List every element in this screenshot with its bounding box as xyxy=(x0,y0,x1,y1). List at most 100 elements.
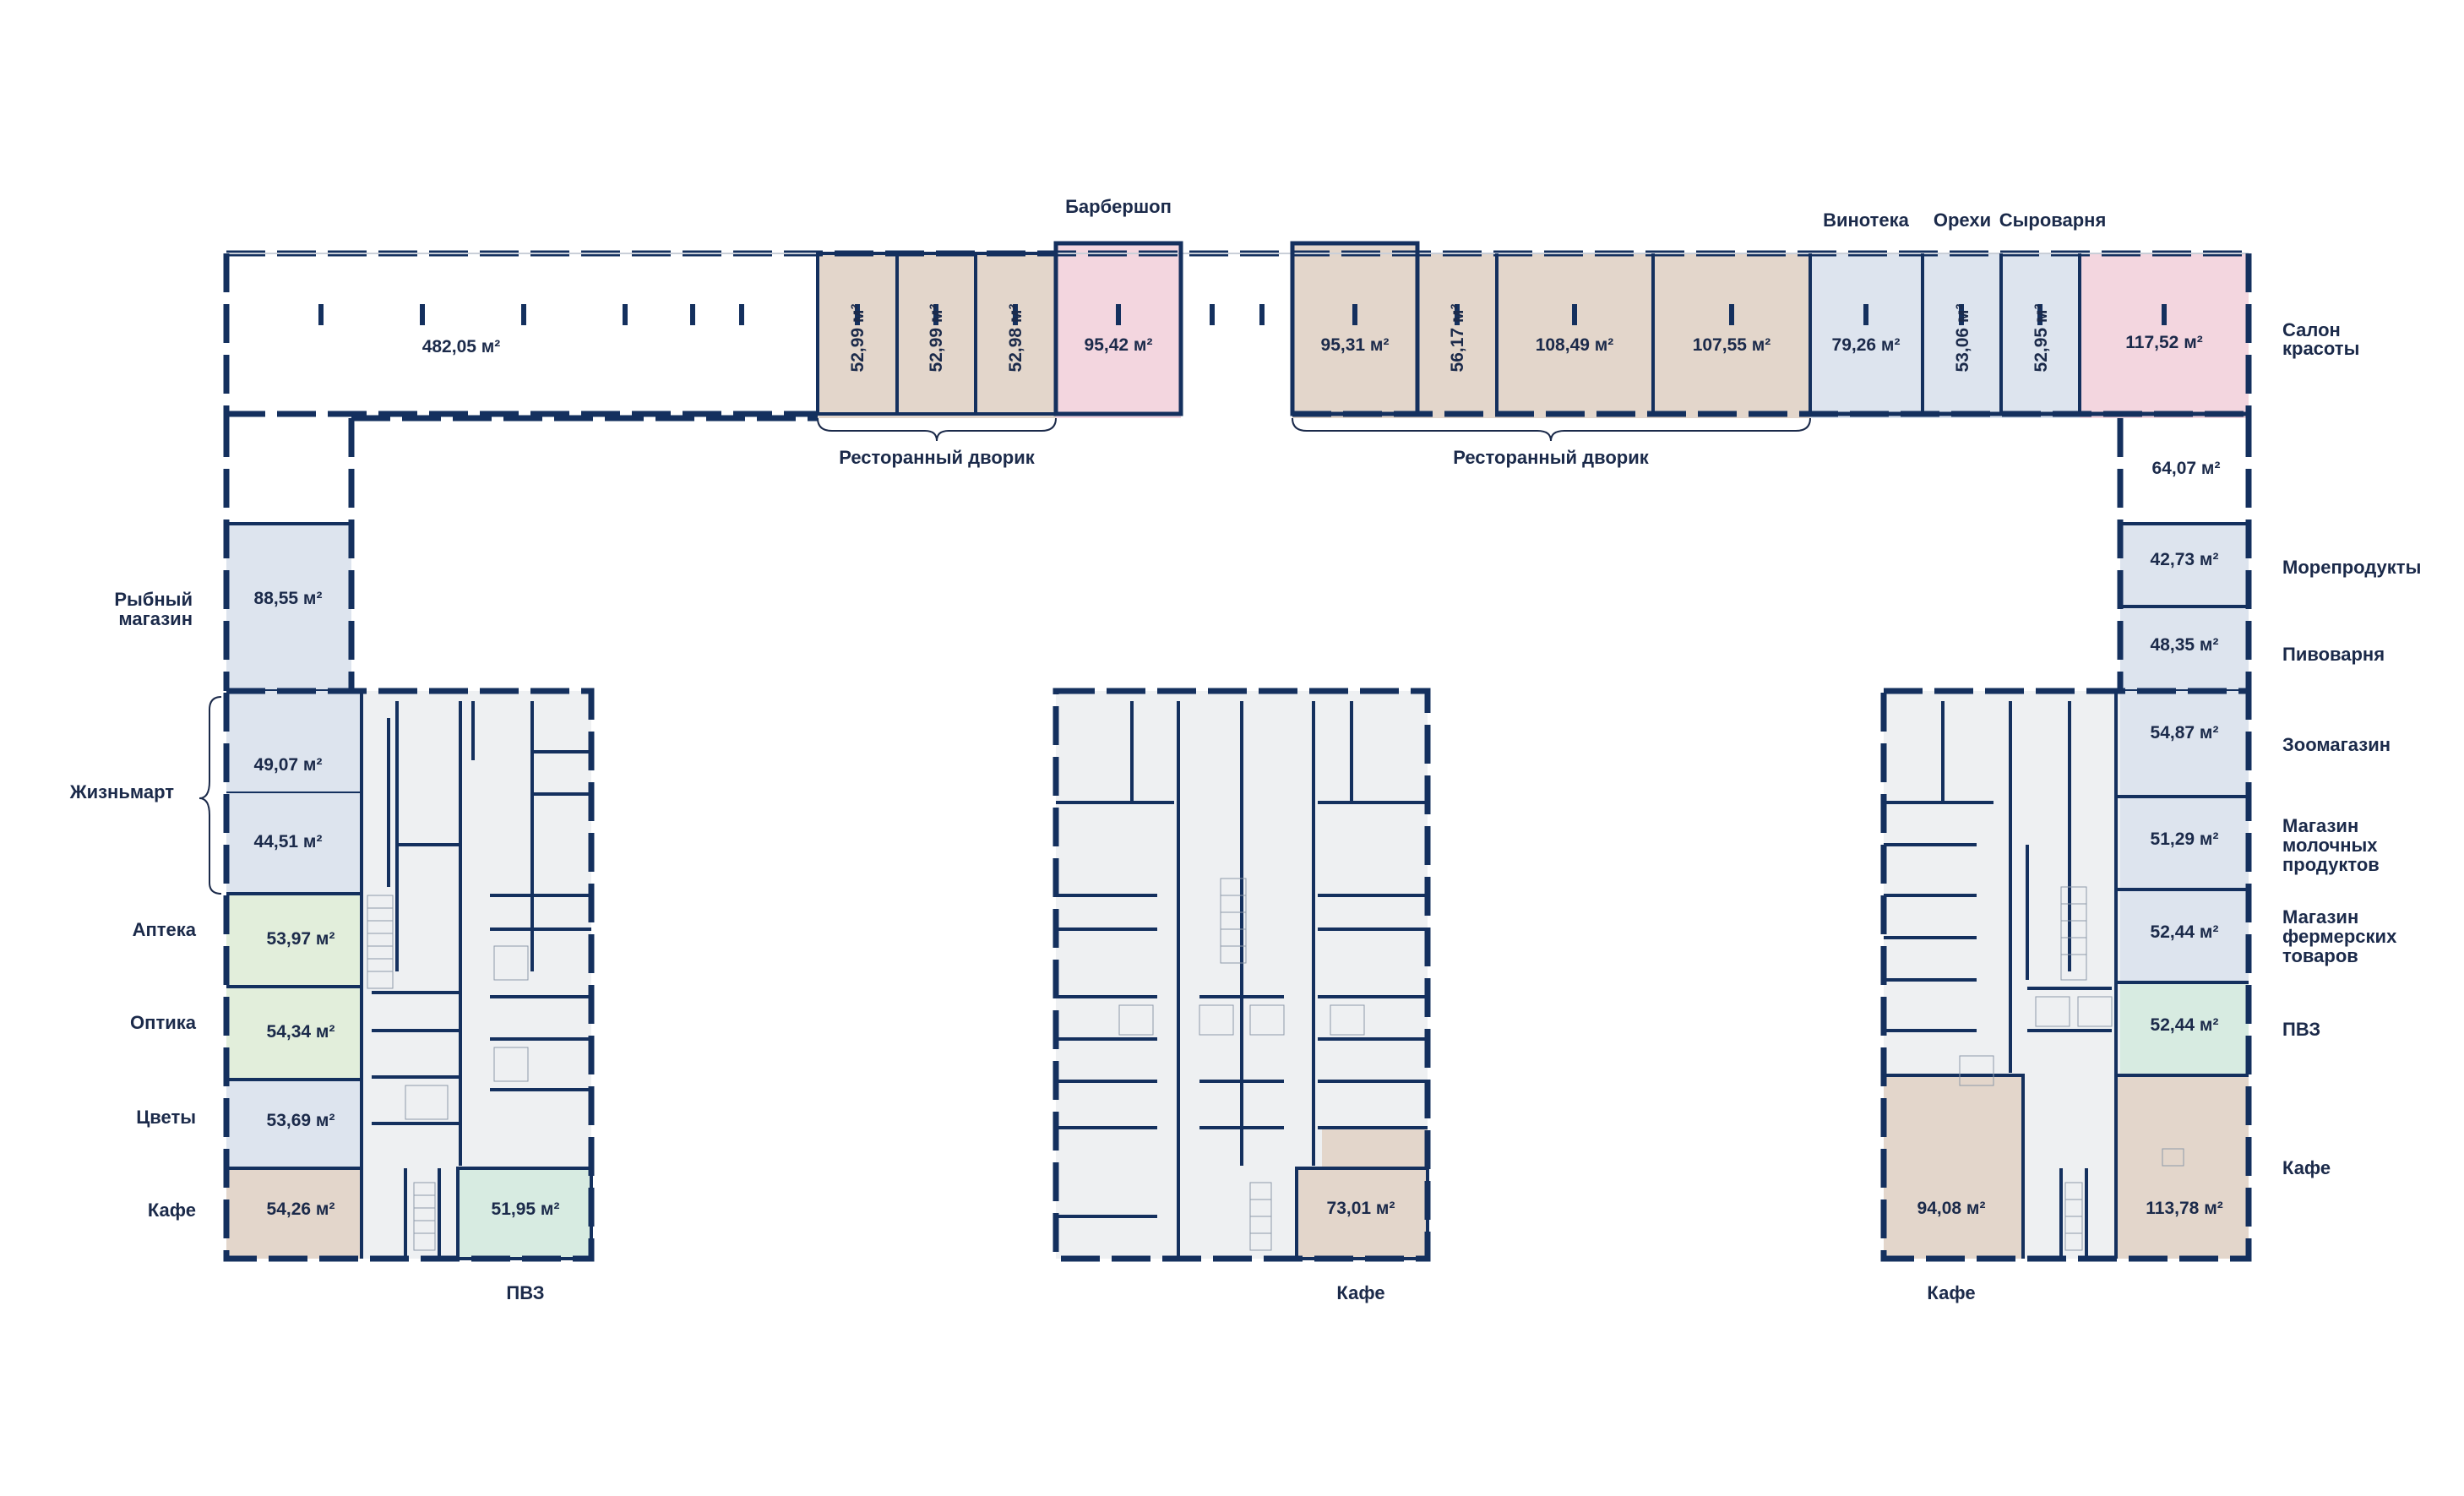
unit-area: 52,99 м² xyxy=(927,304,946,373)
label-farm-1: Магазин xyxy=(2282,906,2358,928)
label-fish-2: магазин xyxy=(118,608,193,629)
unit-53-97-fill xyxy=(226,894,362,987)
label-farm-2: фермерских xyxy=(2282,926,2397,947)
unit-area: 117,52 м² xyxy=(2125,333,2202,352)
unit-area: 51,29 м² xyxy=(2151,830,2219,849)
label-cafe-right-side: Кафе xyxy=(2282,1157,2331,1178)
unit-area: 42,73 м² xyxy=(2151,550,2219,569)
unit-117-52-fill xyxy=(2080,253,2249,418)
label-flowers: Цветы xyxy=(136,1107,196,1128)
unit-area: 107,55 м² xyxy=(1693,335,1771,355)
unit-52-44-b-fill xyxy=(2120,982,2249,1075)
unit-area: 54,87 м² xyxy=(2151,723,2219,743)
unit-482-fill xyxy=(226,253,818,418)
label-food-court-1: Ресторанный дворик xyxy=(839,447,1036,468)
unit-area: 95,31 м² xyxy=(1321,335,1390,355)
unit-52-44-a-fill xyxy=(2120,889,2249,982)
unit-area: 79,26 м² xyxy=(1832,335,1901,355)
label-food-court-2: Ресторанный дворик xyxy=(1453,447,1650,468)
unit-area: 94,08 м² xyxy=(1917,1199,1986,1218)
unit-area: 44,51 м² xyxy=(254,832,323,851)
label-farm-3: товаров xyxy=(2282,945,2358,966)
unit-95-31-fill xyxy=(1292,245,1417,418)
unit-area: 56,17 м² xyxy=(1448,304,1467,373)
label-wine: Винотека xyxy=(1823,209,1910,231)
unit-area: 52,95 м² xyxy=(2032,304,2051,373)
unit-113-78-fill xyxy=(2116,1075,2249,1259)
unit-73-01-fill xyxy=(1297,1168,1428,1259)
label-pet: Зоомагазин xyxy=(2282,734,2391,755)
label-beauty-2: красоты xyxy=(2282,338,2359,359)
unit-area: 54,26 м² xyxy=(267,1200,335,1219)
left-arm xyxy=(223,415,818,713)
passage-fill xyxy=(1181,245,1292,418)
unit-42-73-fill xyxy=(2120,524,2249,607)
unit-52-99-b-fill xyxy=(897,253,976,418)
unit-area: 88,55 м² xyxy=(254,589,323,608)
unit-area: 108,49 м² xyxy=(1536,335,1614,355)
unit-88-55-fill xyxy=(226,524,351,691)
label-dairy-3: продуктов xyxy=(2282,854,2380,875)
unit-area: 51,95 м² xyxy=(492,1200,560,1219)
label-seafood: Морепродукты xyxy=(2282,557,2421,578)
unit-area: 52,44 м² xyxy=(2151,922,2219,942)
unit-53-06-fill xyxy=(1923,253,2001,418)
unit-52-98-fill xyxy=(976,253,1056,418)
label-brewery: Пивоварня xyxy=(2282,644,2385,665)
top-bar xyxy=(223,241,2252,442)
unit-95-42-fill xyxy=(1056,245,1181,418)
unit-108-49-fill xyxy=(1497,253,1653,418)
name-labels: Барбершоп Винотека Орехи Сыроварня Салон… xyxy=(69,196,2422,1303)
label-cafe-left: Кафе xyxy=(148,1200,196,1221)
label-fish-1: Рыбный xyxy=(114,589,193,610)
unit-52-99-a-fill xyxy=(818,253,897,418)
unit-area: 48,35 м² xyxy=(2151,635,2219,655)
unit-49-07-fill xyxy=(226,691,362,792)
label-cheese: Сыроварня xyxy=(1999,209,2107,231)
unit-54-34-fill xyxy=(226,987,362,1080)
unit-51-29-fill xyxy=(2120,797,2249,889)
unit-107-55-fill xyxy=(1653,253,1810,418)
label-barbershop: Барбершоп xyxy=(1065,196,1172,217)
unit-area: 53,06 м² xyxy=(1953,304,1972,373)
unit-94-08-fill xyxy=(1884,1075,2023,1259)
label-dairy-2: молочных xyxy=(2282,835,2378,856)
unit-area: 73,01 м² xyxy=(1327,1199,1395,1218)
label-beauty-1: Салон xyxy=(2282,319,2341,340)
left-building xyxy=(199,688,595,1262)
unit-44-51-fill xyxy=(226,792,362,894)
unit-area: 53,69 м² xyxy=(267,1111,335,1130)
unit-area: 64,07 м² xyxy=(2152,459,2221,478)
unit-52-95-fill xyxy=(2001,253,2080,418)
label-cafe-center: Кафе xyxy=(1336,1282,1384,1303)
label-pickup-left: ПВЗ xyxy=(506,1282,544,1303)
label-optics: Оптика xyxy=(130,1012,197,1033)
unit-area: 52,98 м² xyxy=(1006,304,1025,373)
unit-56-17-fill xyxy=(1417,253,1497,418)
unit-79-26-fill xyxy=(1810,253,1923,418)
unit-48-35-fill xyxy=(2120,607,2249,691)
unit-area: 52,44 м² xyxy=(2151,1015,2219,1035)
label-cafe-right-bottom: Кафе xyxy=(1927,1282,1975,1303)
unit-area: 482,05 м² xyxy=(422,337,501,356)
unit-53-69-fill xyxy=(226,1080,362,1168)
center-building xyxy=(1053,688,1431,1262)
unit-51-95-fill xyxy=(458,1168,591,1259)
label-pickup-right: ПВЗ xyxy=(2282,1019,2320,1040)
right-arm xyxy=(2117,418,2252,693)
unit-54-87-fill xyxy=(2120,691,2249,797)
unit-area: 95,42 м² xyxy=(1085,335,1153,355)
unit-area: 53,97 м² xyxy=(267,929,335,949)
unit-54-26-fill xyxy=(226,1168,362,1259)
label-pharmacy: Аптека xyxy=(133,919,197,940)
right-building xyxy=(1880,688,2252,1262)
label-zhiznmart: Жизньмарт xyxy=(69,781,175,802)
area-labels: 482,05 м² 52,99 м² 52,99 м² 52,98 м² 95,… xyxy=(254,304,2223,1219)
label-dairy-1: Магазин xyxy=(2282,815,2358,836)
unit-area: 113,78 м² xyxy=(2146,1199,2222,1218)
unit-area: 49,07 м² xyxy=(254,755,323,775)
unit-area: 54,34 м² xyxy=(267,1022,335,1042)
label-nuts: Орехи xyxy=(1934,209,1991,231)
unit-area: 52,99 м² xyxy=(848,304,868,373)
